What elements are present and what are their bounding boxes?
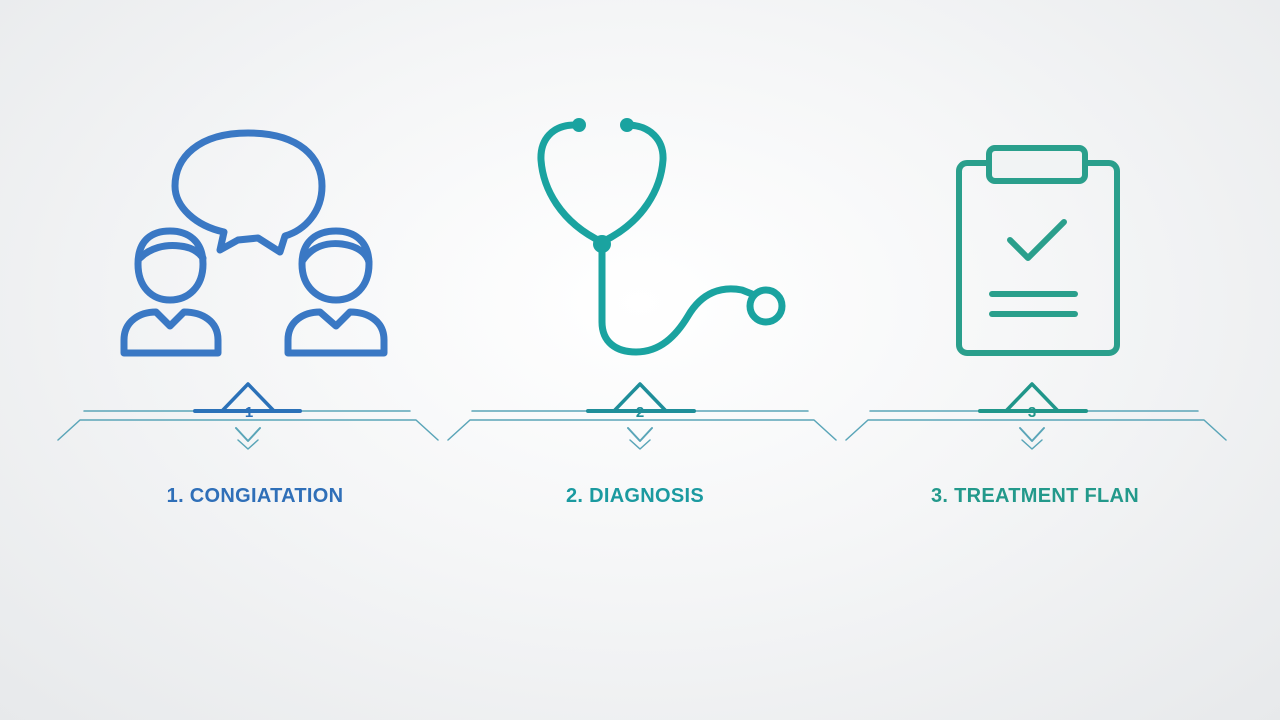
person-right [284,227,388,357]
step-label-treatment-plan: 3. TREATMENT FLAN [930,485,1140,507]
people-speech-bubble-icon [120,129,388,357]
clipboard-check-icon [956,145,1120,356]
connector-1 [57,382,439,450]
connector-2 [447,382,837,450]
step-label-diagnosis: 2. DIAGNOSIS [565,485,705,507]
step-label-consultation: 1. CONGIATATION [166,485,344,507]
stethoscope-icon [537,118,786,356]
speech-bubble [171,129,326,256]
step-marker-3: 3 [1028,404,1036,421]
person-left [120,227,222,357]
step-marker-2: 2 [636,404,644,421]
connector-3 [845,382,1227,450]
step-marker-1: 1 [245,404,253,421]
